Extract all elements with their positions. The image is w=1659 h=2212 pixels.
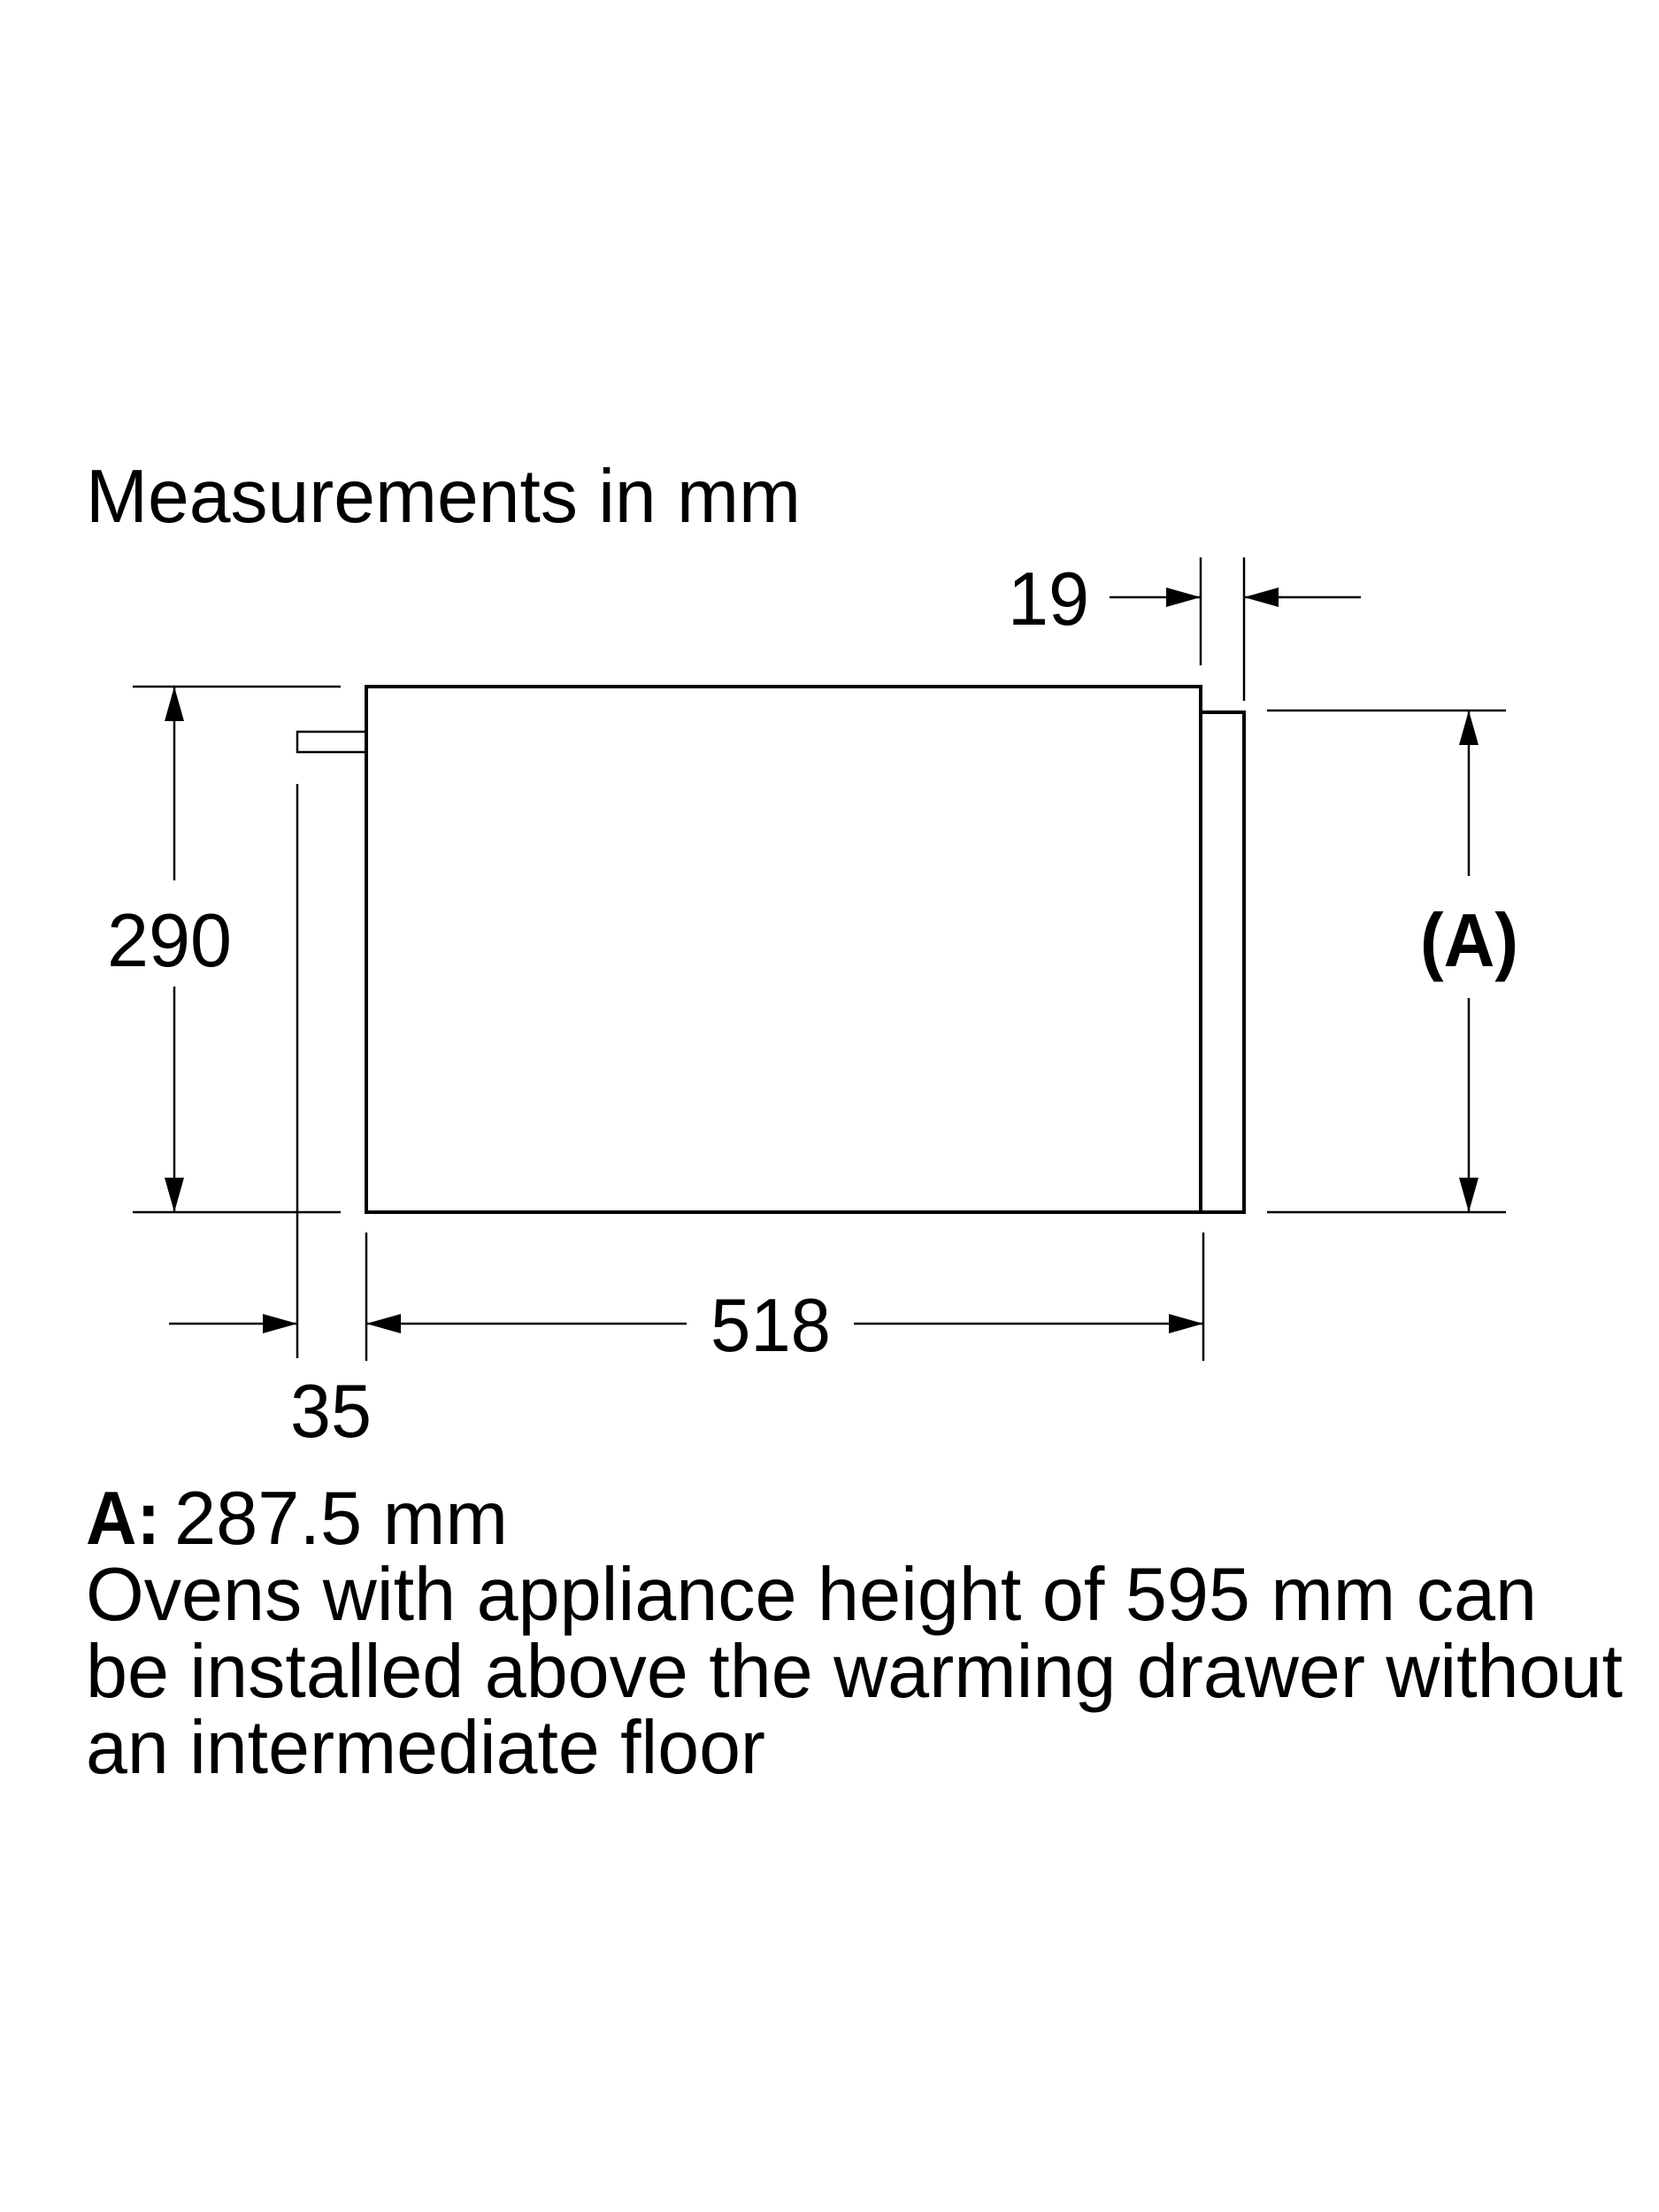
note-line-3: an intermediate floor: [86, 1706, 765, 1790]
depth-dimension: 518: [365, 1233, 1205, 1368]
rear-offset-label: 35: [290, 1370, 372, 1454]
note-line-2: be installed above the warming drawer wi…: [86, 1630, 1623, 1714]
rear-offset-dimension: 35: [169, 1314, 372, 1454]
appliance-front-panel: [1199, 710, 1246, 1214]
front-panel-dimension: 19: [1008, 557, 1361, 701]
a-label: (A): [1420, 899, 1518, 983]
note-line-1: Ovens with appliance height of 595 mm ca…: [86, 1553, 1537, 1637]
a-dimension: (A): [1267, 709, 1518, 1214]
height-label: 290: [107, 899, 232, 983]
appliance-body: [365, 685, 1202, 1214]
measurements-title: Measurements in mm: [86, 455, 801, 539]
note-a-key: A:: [86, 1477, 160, 1561]
rear-pin: [296, 730, 368, 754]
front-panel-label: 19: [1008, 557, 1089, 641]
note-a-value: 287.5 mm: [174, 1477, 508, 1561]
height-dimension: 290: [107, 685, 341, 1214]
depth-label: 518: [710, 1284, 831, 1368]
